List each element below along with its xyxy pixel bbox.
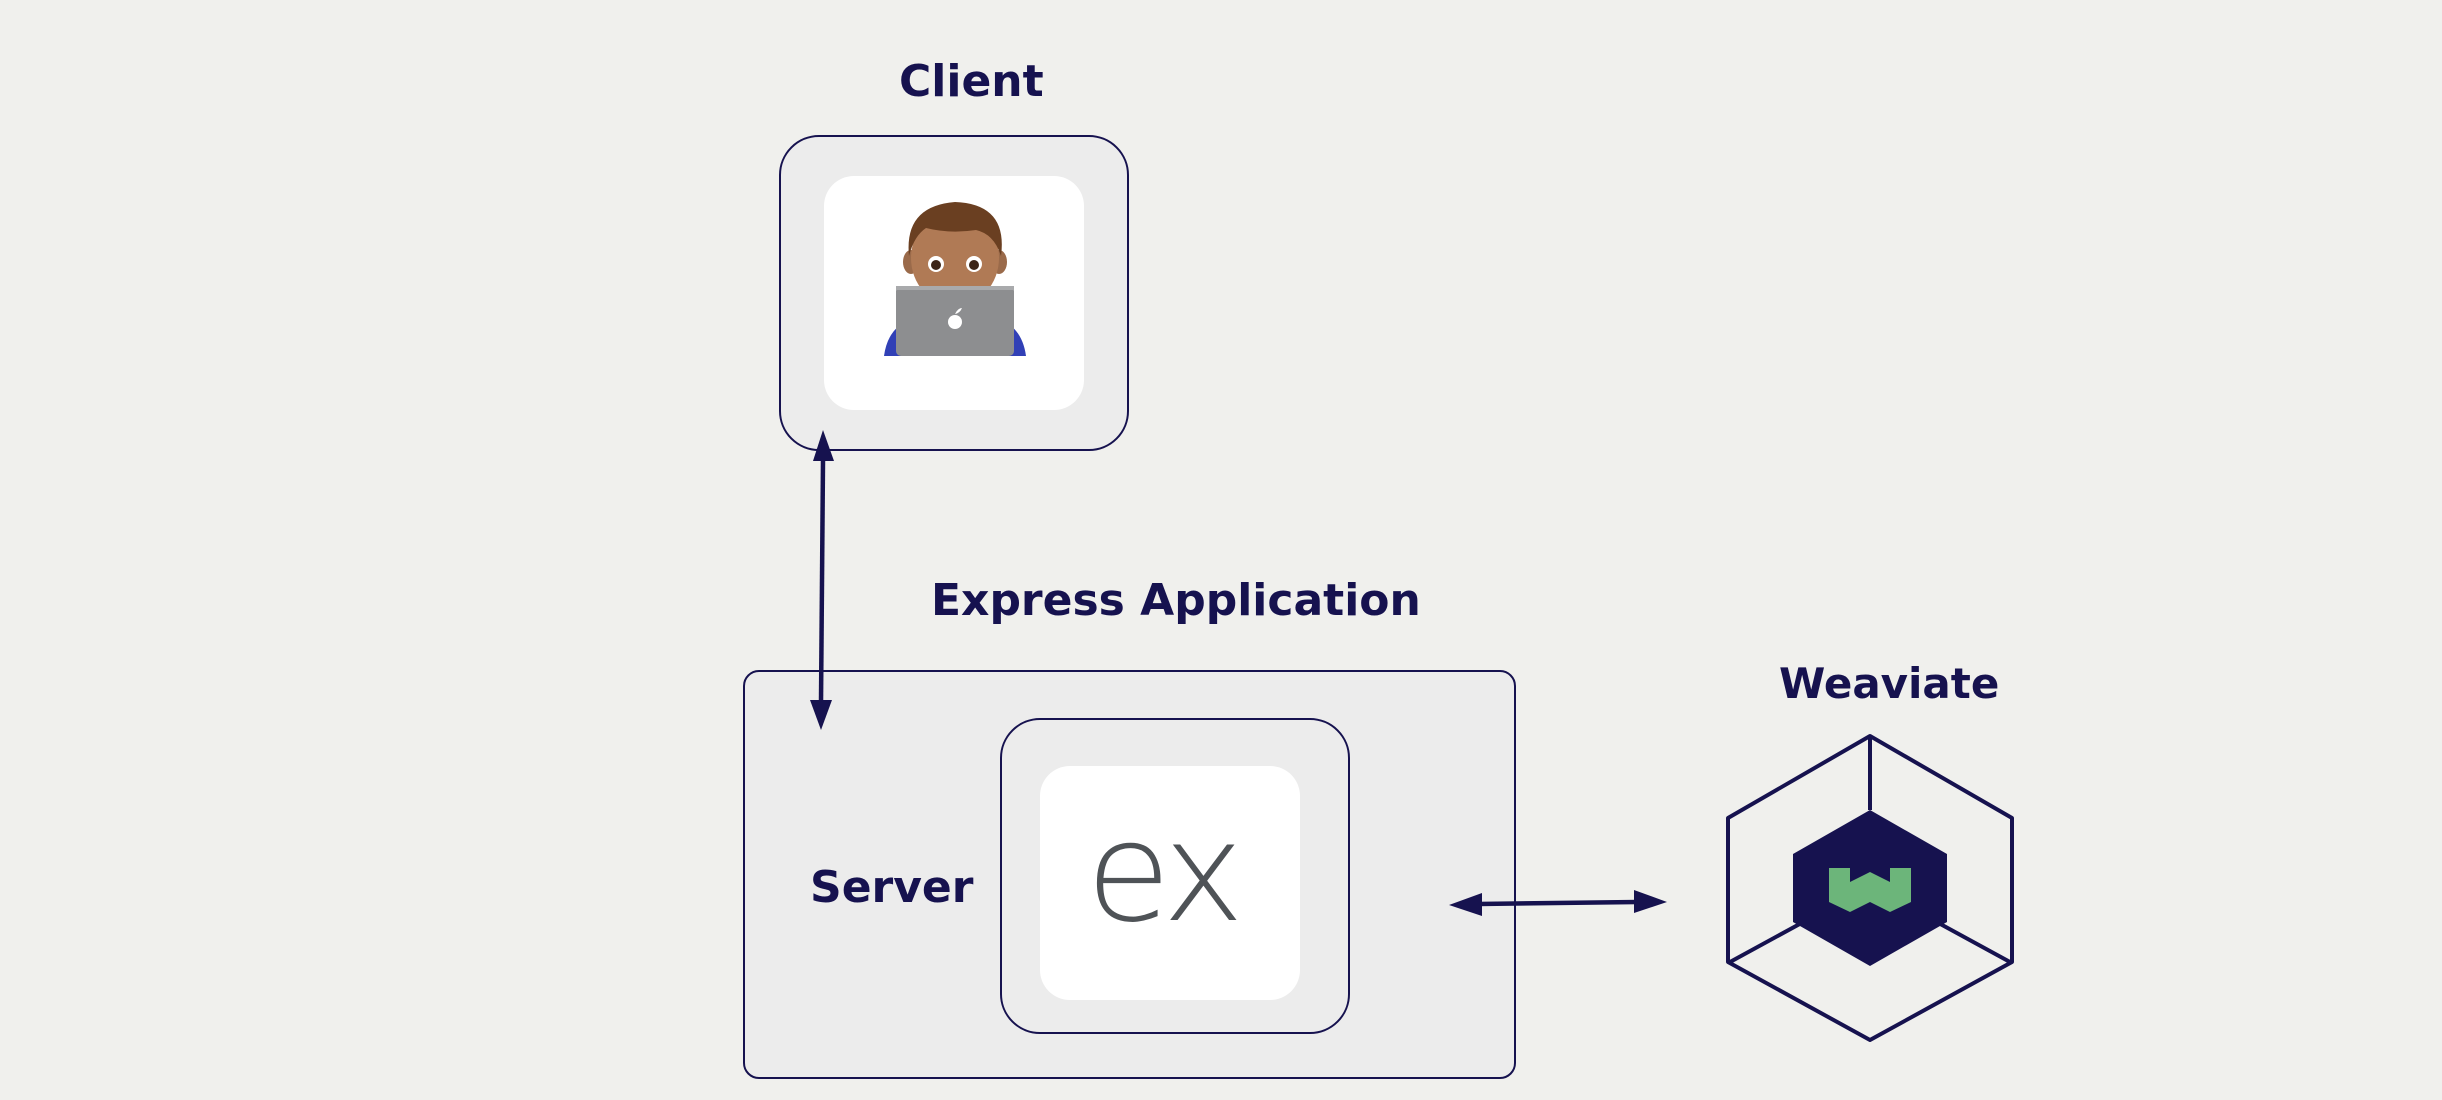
developer-with-laptop-icon [884, 202, 1026, 356]
express-tile: ex [1040, 766, 1300, 1000]
server-label: Server [810, 862, 974, 913]
client-tile [824, 176, 1084, 410]
weaviate-title: Weaviate [1779, 659, 2000, 708]
weaviate-logo-icon [1726, 734, 2014, 1042]
client-title: Client [899, 56, 1044, 107]
express-title: Express Application [931, 575, 1421, 626]
express-logo-icon: ex [1086, 792, 1244, 953]
